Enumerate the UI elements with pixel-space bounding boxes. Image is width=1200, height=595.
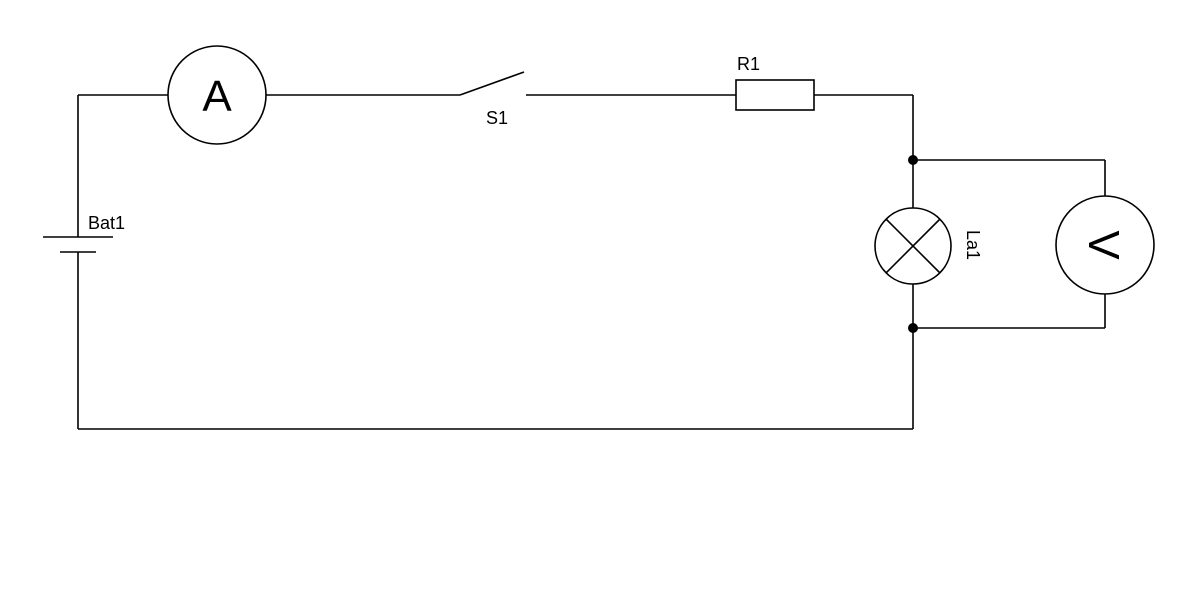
ammeter-symbol: A	[167, 45, 267, 145]
resistor-body	[735, 79, 815, 111]
junction-dot-lower	[908, 323, 918, 333]
resistor-symbol	[735, 79, 815, 111]
battery-symbol	[43, 236, 113, 253]
lamp-circle	[874, 207, 952, 285]
switch-blade	[459, 71, 525, 96]
junction-dot-upper	[908, 155, 918, 165]
wires	[77, 94, 1106, 430]
switch-label: S1	[486, 108, 508, 128]
lamp-symbol	[874, 207, 952, 285]
voltmeter-symbol: V	[1055, 195, 1155, 295]
battery-label: Bat1	[88, 213, 125, 233]
switch-symbol	[459, 71, 525, 96]
voltmeter-circle	[1055, 195, 1155, 295]
voltmeter-letter: V	[1079, 230, 1128, 260]
ammeter-circle	[167, 45, 267, 145]
lamp-cross-2	[885, 218, 941, 274]
resistor-label: R1	[737, 54, 760, 74]
ammeter-letter: A	[202, 72, 232, 121]
lamp-label: La1	[963, 230, 983, 260]
